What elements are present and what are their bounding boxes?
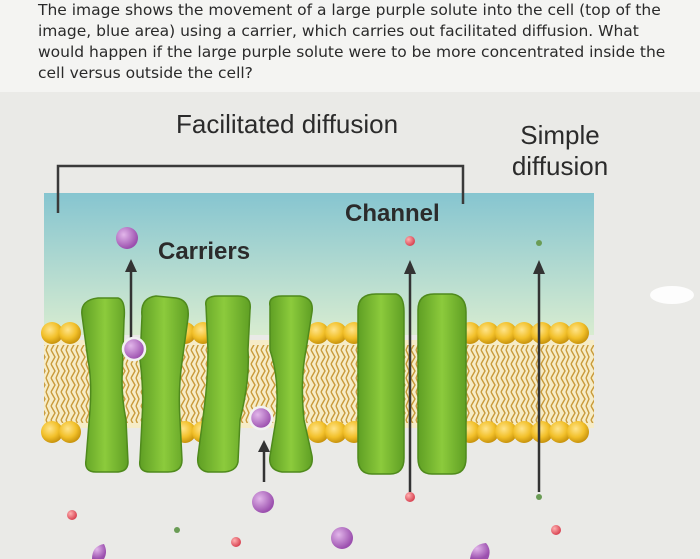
purple-solutes — [92, 227, 490, 559]
purple-solute-in-carrier — [121, 336, 147, 362]
purple-solute-partial — [92, 544, 106, 559]
simple-diffusion-arrow — [533, 260, 545, 492]
channel-label: Channel — [345, 200, 440, 227]
channel-protein — [357, 293, 467, 475]
facilitated-diffusion-bracket — [56, 164, 465, 213]
red-solute — [405, 492, 415, 502]
red-solute — [231, 537, 241, 547]
carrier-protein-1 — [81, 295, 189, 473]
facilitated-diffusion-label: Facilitated diffusion — [176, 109, 399, 139]
purple-solute — [116, 227, 138, 249]
lipid-heads-top — [41, 322, 589, 344]
question-text: The image shows the movement of a large … — [38, 1, 666, 82]
red-solute — [551, 525, 561, 535]
purple-solute — [331, 527, 353, 549]
purple-solute-in-carrier — [248, 405, 274, 431]
red-solute — [67, 510, 77, 520]
transport-arrows — [125, 259, 545, 492]
green-solute — [174, 527, 180, 533]
simple-diffusion-label: Simple diffusion — [511, 120, 609, 181]
carriers-label: Carriers — [158, 238, 251, 265]
photo-glare — [650, 286, 694, 304]
green-solute — [536, 240, 542, 246]
purple-solute-partial — [470, 543, 490, 559]
purple-solute — [252, 491, 274, 513]
carrier-protein-2 — [196, 295, 313, 473]
channel-arrow — [404, 260, 416, 492]
red-solute — [405, 236, 415, 246]
carrier-1-arrow — [125, 259, 137, 340]
red-solutes — [67, 236, 561, 547]
cell-interior-region — [44, 193, 594, 335]
carrier-2-arrow — [258, 440, 270, 482]
green-solute — [536, 494, 542, 500]
green-solutes — [174, 240, 542, 533]
question-panel: The image shows the movement of a large … — [0, 0, 700, 92]
